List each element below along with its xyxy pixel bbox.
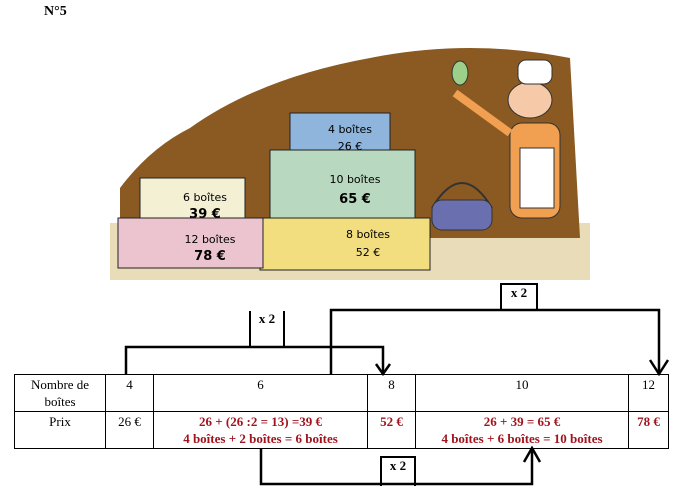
cell: 26 + 39 = 65 € 4 boîtes + 6 boîtes = 10 b…: [415, 411, 629, 449]
times-two-label-2: x 2: [500, 283, 538, 311]
cell: 6: [153, 374, 368, 412]
times-two-label-1: x 2: [249, 311, 285, 347]
box-8: 8 boîtes 52 €: [259, 217, 431, 271]
arrow-4-to-8: [124, 345, 385, 374]
svg-text:6 boîtes: 6 boîtes: [183, 191, 227, 204]
cell: 26 €: [105, 411, 154, 449]
box-10: 10 boîtes 65 €: [269, 149, 416, 226]
calc: 4 boîtes + 6 boîtes = 10 boîtes: [441, 431, 603, 446]
cell: 26 + (26 :2 = 13) =39 € 4 boîtes + 2 boît…: [153, 411, 368, 449]
basket: [431, 182, 493, 231]
svg-text:52 €: 52 €: [356, 246, 381, 259]
arrow-6-to-12: [329, 308, 661, 374]
table-row-price: Prix 26 € 26 + (26 :2 = 13) =39 € 4 boîte…: [14, 411, 669, 449]
svg-text:78 €: 78 €: [194, 249, 226, 264]
header-price: Prix: [14, 411, 106, 449]
table-row-quantity: Nombre de boîtes 4 6 8 10 12: [14, 374, 669, 412]
cell: 4: [105, 374, 154, 412]
arrow-prix-to-10: [259, 448, 534, 486]
header-quantity: Nombre de boîtes: [14, 374, 106, 412]
cell: 8: [367, 374, 416, 412]
svg-text:4 boîtes: 4 boîtes: [328, 123, 372, 136]
svg-text:65 €: 65 €: [339, 192, 371, 207]
box-12: 12 boîtes 78 €: [117, 217, 264, 269]
cell: 10: [415, 374, 629, 412]
exercise-number: N°5: [44, 4, 67, 19]
svg-text:12 boîtes: 12 boîtes: [184, 233, 235, 246]
svg-text:10 boîtes: 10 boîtes: [329, 173, 380, 186]
calc: 26 + 39 = 65 €: [483, 414, 561, 429]
times-two-label-3: x 2: [380, 456, 416, 486]
candy-shop-illustration: 4 boîtes 26 € 10 boîtes 65 € 8 boîtes 52…: [110, 48, 590, 280]
calc: 26 + (26 :2 = 13) =39 €: [199, 414, 322, 429]
svg-text:8 boîtes: 8 boîtes: [346, 228, 390, 241]
proportionality-table: Nombre de boîtes 4 6 8 10 12 Prix 26 € 2…: [14, 374, 669, 449]
calc: 4 boîtes + 2 boîtes = 6 boîtes: [183, 431, 338, 446]
chef: [451, 59, 561, 219]
cell: 12: [628, 374, 669, 412]
cell: 78 €: [628, 411, 669, 449]
cell: 52 €: [367, 411, 416, 449]
